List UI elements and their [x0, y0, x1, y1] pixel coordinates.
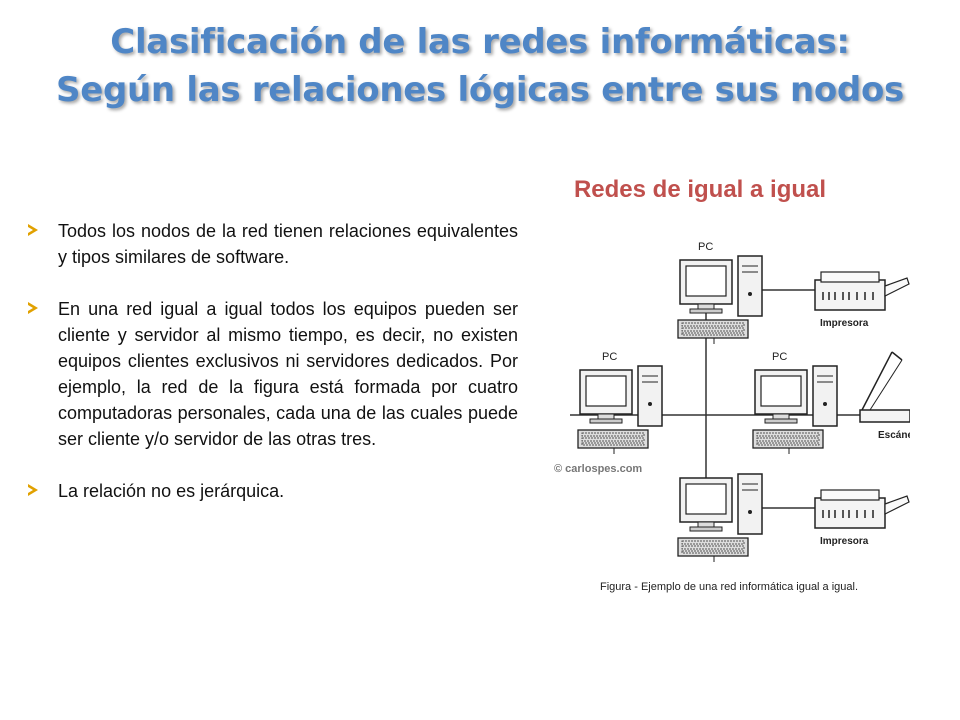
pc-label-top: PC [698, 241, 713, 253]
computer-icon-bottom [677, 473, 763, 563]
bullet-arrow-icon [28, 302, 38, 314]
bullet-item: La relación no es jerárquica. [28, 478, 518, 504]
computer-icon-left [577, 365, 663, 455]
printer-icon-top [814, 271, 910, 311]
pc-label-left: PC [602, 351, 617, 363]
title-line-1: Clasificación de las redes informáticas: [110, 22, 850, 62]
network-diagram: PC PC PC Impresora Impresora Escáner © c… [554, 241, 917, 593]
printer-label-bottom: Impresora [820, 536, 869, 547]
computer-icon-top [677, 255, 763, 345]
network-figure: PC PC PC Impresora Impresora Escáner © c… [540, 230, 917, 600]
bullet-arrow-icon [28, 224, 38, 236]
slide-title: Clasificación de las redes informáticas:… [0, 18, 960, 114]
bullet-text: La relación no es jerárquica. [58, 481, 285, 501]
pc-label-right: PC [772, 351, 787, 363]
computer-icon-right [752, 365, 838, 455]
bullet-item: En una red igual a igual todos los equip… [28, 296, 518, 452]
bullet-list: Todos los nodos de la red tienen relacio… [28, 218, 518, 530]
bullet-text: En una red igual a igual todos los equip… [58, 299, 518, 449]
bullet-arrow-icon [28, 484, 38, 496]
printer-icon-bottom [814, 489, 910, 529]
scanner-label: Escáner [878, 430, 910, 441]
bullet-text: Todos los nodos de la red tienen relacio… [58, 221, 518, 267]
title-line-2: Según las relaciones lógicas entre sus n… [56, 70, 904, 110]
copyright-text: © carlospes.com [554, 463, 642, 475]
figure-caption: Figura - Ejemplo de una red informática … [600, 581, 858, 593]
printer-label-top: Impresora [820, 318, 869, 329]
scanner-icon [859, 351, 911, 423]
bullet-item: Todos los nodos de la red tienen relacio… [28, 218, 518, 270]
section-subtitle: Redes de igual a igual [573, 176, 827, 203]
